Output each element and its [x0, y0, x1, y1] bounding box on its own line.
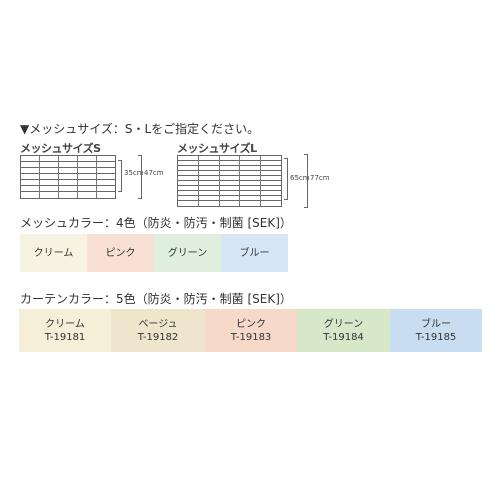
- curtain-swatch-cream: クリーム T-19181: [19, 309, 111, 352]
- mesh-swatch-blue-name: ブルー: [239, 247, 270, 259]
- curtain-swatch-green-code: T-19184: [323, 331, 364, 343]
- mesh-swatch-cream: クリーム: [20, 234, 87, 272]
- mesh-s-grid: [20, 155, 116, 199]
- curtain-swatch-blue-code: T-19185: [415, 331, 457, 343]
- mesh-l-grid: [177, 155, 282, 207]
- curtain-color-label: カーテンカラー：5色（防炎・防汚・制菌 [SEK]）: [20, 292, 292, 306]
- mesh-l-diagram: メッシュサイズL 65cm 77cm: [177, 140, 330, 208]
- mesh-size-heading: ▼メッシュサイズ：S・Lをご指定ください。: [20, 122, 260, 136]
- mesh-l-inner-dim: 65cm: [290, 174, 310, 182]
- curtain-swatch-cream-name: クリーム: [45, 318, 85, 330]
- mesh-s-diagram: メッシュサイズS 35cm 47cm: [20, 140, 164, 202]
- mesh-swatch-pink: ピンク: [87, 234, 154, 272]
- mesh-swatch-pink-name: ピンク: [105, 247, 136, 259]
- curtain-swatch-blue-name: ブルー: [421, 318, 451, 330]
- curtain-swatch-pink: ピンク T-19183: [205, 309, 297, 352]
- curtain-swatch-beige: ベージュ T-19182: [111, 309, 205, 352]
- mesh-l-title: メッシュサイズL: [177, 142, 257, 155]
- mesh-swatch-cream-name: クリーム: [33, 247, 74, 259]
- mesh-swatch-blue: ブルー: [221, 234, 288, 272]
- mesh-l-outer-dim: 77cm: [310, 174, 330, 182]
- mesh-s-inner-dim: 35cm: [124, 169, 144, 177]
- curtain-swatch-pink-name: ピンク: [236, 318, 266, 330]
- mesh-swatch-green: グリーン: [154, 234, 221, 272]
- curtain-swatch-beige-code: T-19182: [137, 331, 179, 343]
- curtain-swatch-green-name: グリーン: [323, 318, 364, 330]
- curtain-swatch-cream-code: T-19181: [44, 331, 86, 343]
- curtain-swatch-pink-code: T-19183: [230, 331, 272, 343]
- mesh-s-title: メッシュサイズS: [20, 142, 101, 155]
- mesh-s-outer-dim: 47cm: [144, 169, 164, 177]
- mesh-color-label: メッシュカラー：4色（防炎・防汚・制菌 [SEK]）: [20, 216, 292, 230]
- curtain-swatch-beige-name: ベージュ: [138, 318, 178, 330]
- curtain-swatch-blue: ブルー T-19185: [390, 309, 482, 352]
- mesh-swatch-green-name: グリーン: [167, 247, 208, 259]
- curtain-swatch-green: グリーン T-19184: [297, 309, 390, 352]
